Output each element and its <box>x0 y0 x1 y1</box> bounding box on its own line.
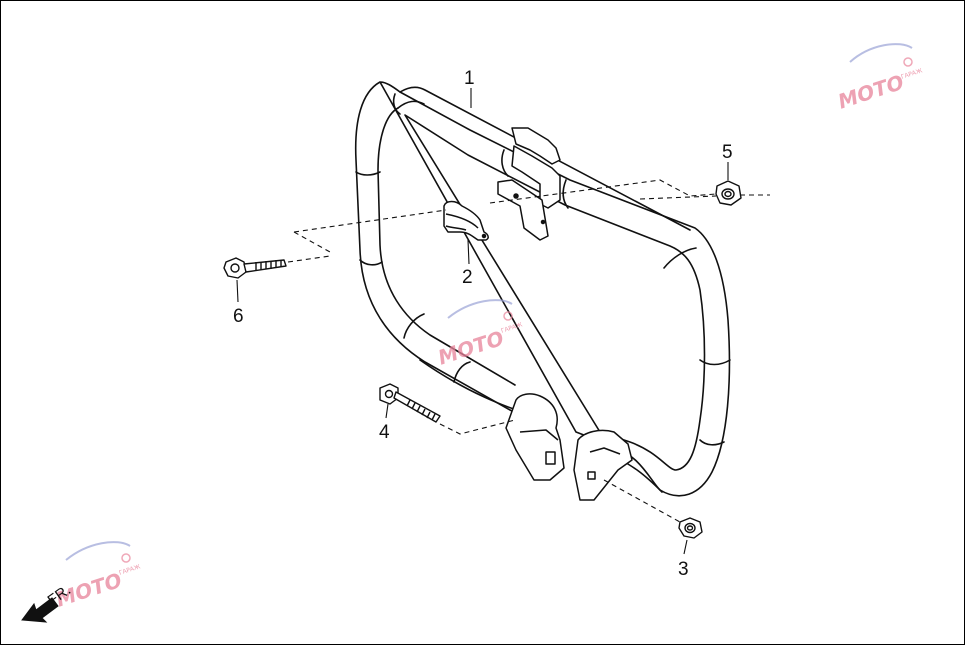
tube-clamp[interactable] <box>443 200 489 241</box>
svg-text:ГАРАЖ: ГАРАЖ <box>118 563 142 577</box>
moto-logo-watermark: MOTO ГАРАЖ <box>835 43 924 114</box>
callout-1: 1 <box>464 68 475 89</box>
callout-5: 5 <box>722 142 733 163</box>
long-flange-bolt-4[interactable] <box>379 383 441 423</box>
flange-nut-3[interactable] <box>678 517 703 539</box>
upper-mount-bracket[interactable] <box>497 127 561 241</box>
crash-bar-frame[interactable] <box>354 81 731 497</box>
long-flange-bolt-6[interactable] <box>223 257 287 279</box>
front-arrow-icon <box>21 597 59 623</box>
moto-logo-watermark: MOTO ГАРАЖ <box>53 541 142 612</box>
assembly-dashed-lines <box>287 179 770 523</box>
callout-6: 6 <box>233 306 244 327</box>
callout-2: 2 <box>462 267 473 288</box>
lower-left-mount-bracket[interactable] <box>505 393 565 481</box>
leader-lines <box>236 88 729 555</box>
moto-logo-watermark: MOTO ГАРАЖ <box>435 299 524 370</box>
svg-text:MOTO: MOTO <box>835 70 907 114</box>
svg-text:MOTO: MOTO <box>435 326 507 370</box>
callout-4: 4 <box>379 422 390 443</box>
callout-3: 3 <box>678 559 689 580</box>
flange-nut-5[interactable] <box>715 180 742 206</box>
lower-right-mount-bracket[interactable] <box>573 429 633 501</box>
svg-text:ГАРАЖ: ГАРАЖ <box>900 67 924 81</box>
